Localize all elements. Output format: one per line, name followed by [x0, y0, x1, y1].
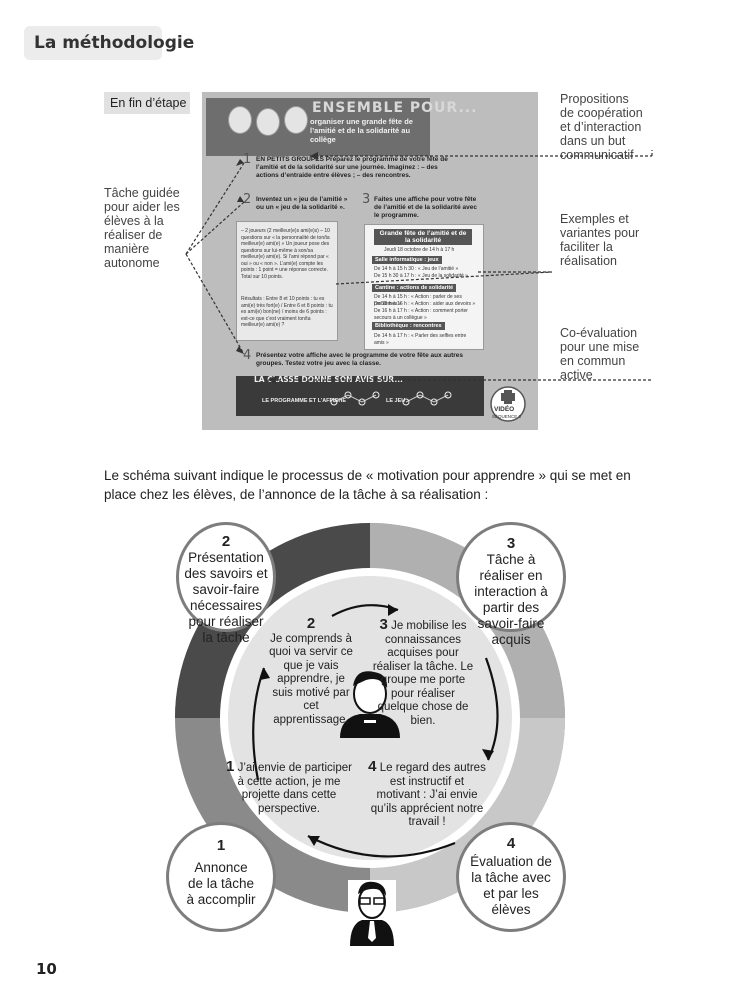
inner-step-text: Je mobilise les connaissances acquises p…: [372, 620, 474, 727]
poster-section-title: Salle informatique : jeux: [372, 256, 442, 264]
student-icon: [340, 671, 400, 738]
evaluation-item: LE JEU: [386, 398, 406, 404]
annotation-left: Tâche guidée pour aider les élèves à la …: [104, 186, 180, 270]
intro-paragraph: Le schéma suivant indique le processus d…: [104, 468, 631, 502]
inner-step-number: 2: [306, 615, 316, 632]
step-text: Inventez un « jeu de l’amitié » ou un « …: [256, 196, 348, 211]
outer-step-3: 3 Tâche à réaliser en interaction à part…: [456, 522, 566, 647]
inner-step-text: Je comprends à quoi va servir ce que je …: [269, 632, 353, 726]
poster-line: De 16 h à 17 h : « Action : comment port…: [374, 308, 468, 321]
poster-line: De 14 h à 15 h : « Action : parler de se…: [374, 294, 462, 307]
game-note-text: – 2 joueurs (2 meilleur(e)s ami(e)s) – 1…: [241, 228, 330, 280]
step-text: Présentez votre affiche avec le programm…: [256, 352, 464, 367]
game-note-results: Résultats : Entre 8 et 10 points : tu es…: [241, 296, 333, 328]
outer-step-2: 2 Présentation des savoirs et savoir-fai…: [176, 522, 276, 645]
poster-section-title: Bibliothèque : rencontres: [372, 322, 445, 330]
inner-step-2: 2 Je comprends à quoi va servir ce que j…: [268, 615, 354, 727]
step-number: 3: [362, 192, 371, 207]
outer-step-text: Tâche à réaliser en interaction à partir…: [474, 552, 548, 647]
child-photo: [228, 106, 252, 134]
video-label: VIDÉO: [494, 406, 515, 413]
video-sublabel: SÉQUENCE 3: [492, 414, 522, 419]
annotation-right-1: Propositions de coopération et d’interac…: [560, 92, 643, 162]
header-tab: [24, 26, 162, 60]
poster-section-title: Cantine : actions de solidarité: [372, 284, 457, 292]
outer-step-number: 1: [216, 837, 226, 854]
step-number: 4: [243, 348, 252, 363]
section-title: La méthodologie: [34, 33, 195, 53]
inner-step-number: 4: [368, 758, 377, 775]
step-number: 1: [243, 152, 252, 167]
outer-step-text: Annonce de la tâche à accomplir: [186, 860, 256, 907]
video-badge-icon: [490, 386, 526, 422]
child-photo: [256, 108, 280, 136]
inner-step-number: 1: [226, 758, 235, 775]
inner-step-3: 3 Je mobilise les connaissances acquises…: [372, 616, 474, 728]
poster-title: Grande fête de l’amitié et de la solidar…: [374, 229, 472, 245]
step-number: 2: [243, 192, 252, 207]
inner-step-4: 4 Le regard des autres est instructif et…: [368, 758, 486, 830]
poster-line: De 14 h à 17 h : « Parler des selfies en…: [374, 333, 467, 346]
game-note-card: [236, 221, 338, 341]
teacher-icon: [348, 880, 396, 946]
rating-circles-icon: [330, 391, 380, 406]
inner-step-text: J’ai envie de participer à cette action,…: [237, 762, 352, 815]
banner-subtitle: organiser une grande fête de l’amitié et…: [310, 117, 413, 144]
evaluation-item: LE PROGRAMME ET L’AFFICHE: [262, 398, 347, 404]
outer-step-text: Présentation des savoirs et savoir-faire…: [184, 550, 268, 645]
annotation-right-2: Exemples et variantes pour faciliter la …: [560, 212, 640, 268]
outer-step-text: Évaluation de la tâche avec et par les é…: [470, 854, 552, 917]
banner-title: ENSEMBLE POUR...: [312, 100, 478, 116]
page-number: 10: [36, 960, 57, 978]
outer-step-number: 4: [506, 835, 516, 852]
poster-line: De 15 h à 16 h : « Action : aider aux de…: [374, 301, 476, 307]
inner-step-text: Le regard des autres est instructif et m…: [370, 762, 486, 828]
outer-step-number: 2: [221, 533, 231, 550]
inner-step-number: 3: [379, 616, 388, 633]
child-photo: [284, 106, 308, 134]
outer-step-1: 1 Annonce de la tâche à accomplir: [166, 822, 276, 932]
step-text: Faites une affiche pour votre fête de l’…: [374, 196, 477, 219]
outer-step-number: 3: [506, 535, 516, 552]
poster-line: De 15 h 30 à 17 h : « Jeu de la solidari…: [374, 273, 468, 279]
inner-step-1: 1 J’ai envie de participer à cette actio…: [226, 758, 352, 816]
annotation-right-3: Co-évaluation pour une mise en commun ac…: [560, 326, 640, 382]
poster-line: De 14 h à 15 h 30 : « Jeu de l’amitié »: [374, 266, 459, 272]
evaluation-band: [236, 376, 484, 416]
poster-date: Jeudi 18 octobre de 14 h à 17 h: [384, 247, 455, 253]
step-text: EN PETITS GROUPES Préparez le programme …: [256, 156, 448, 179]
motivation-cycle-diagram: [175, 523, 565, 946]
rating-circles-icon: [402, 391, 452, 406]
annotation-connectors: [185, 150, 653, 384]
stage-label: En fin d’étape: [104, 92, 190, 114]
outer-step-4: 4 Évaluation de la tâche avec et par les…: [456, 822, 566, 932]
